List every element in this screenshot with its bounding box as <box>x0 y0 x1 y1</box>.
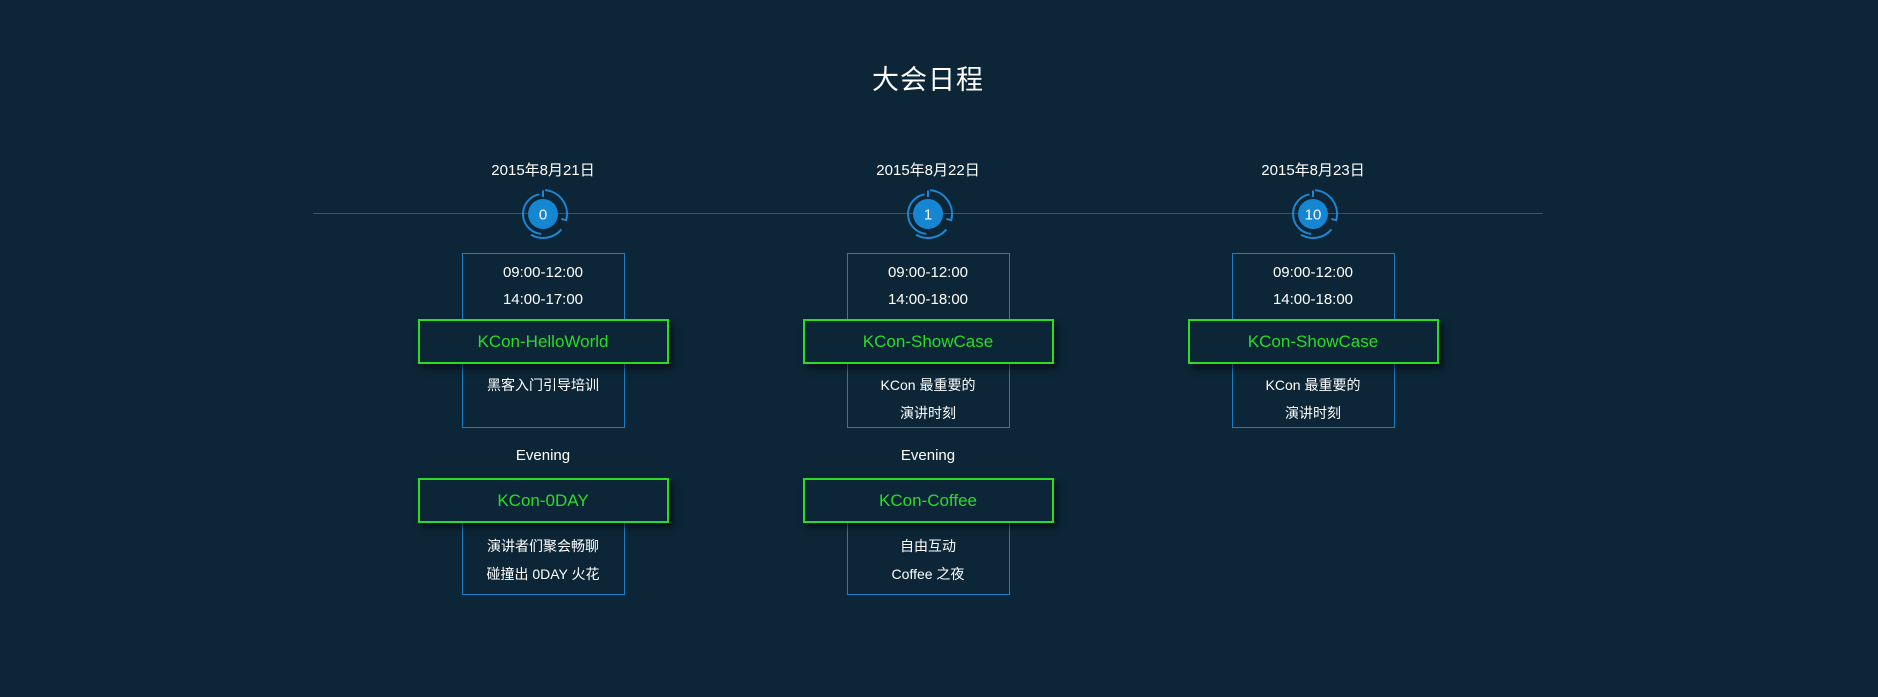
daytime-session-card: 09:00-12:00 14:00-18:00 KCon-ShowCase KC… <box>802 253 1054 428</box>
description-line: 演讲时刻 <box>900 405 956 421</box>
badge-count: 10 <box>1305 207 1322 224</box>
time-slot: 14:00-18:00 <box>1272 291 1354 308</box>
timeline-node-badge: 10 <box>1285 186 1341 242</box>
time-slot: 09:00-12:00 <box>1272 264 1354 281</box>
event-button[interactable]: KCon-ShowCase <box>1187 319 1439 364</box>
daytime-session-card: 09:00-12:00 14:00-18:00 KCon-ShowCase KC… <box>1187 253 1439 428</box>
time-slot: 09:00-12:00 <box>887 264 969 281</box>
description-line: 黑客入门引导培训 <box>487 377 599 393</box>
description-line: 演讲者们聚会畅聊 <box>487 538 599 554</box>
event-button[interactable]: KCon-HelloWorld <box>417 319 669 364</box>
session-description: 黑客入门引导培训 <box>463 371 624 399</box>
badge-circle-icon: 10 <box>1292 189 1338 239</box>
time-slot: 14:00-18:00 <box>887 291 969 308</box>
event-button[interactable]: KCon-Coffee <box>802 478 1054 523</box>
description-line: Coffee 之夜 <box>891 566 965 582</box>
badge-circle-icon: 0 <box>522 189 568 239</box>
session-description: KCon 最重要的 演讲时刻 <box>1233 371 1394 427</box>
event-button[interactable]: KCon-ShowCase <box>802 319 1054 364</box>
event-button[interactable]: KCon-0DAY <box>417 478 669 523</box>
time-slot: 14:00-17:00 <box>502 291 584 308</box>
description-line: 自由互动 <box>900 538 956 554</box>
schedule-timeline: 2015年8月21日 0 09:00-12:00 14:00-17:00 KCo… <box>313 160 1543 595</box>
time-slot: 09:00-12:00 <box>502 264 584 281</box>
evening-label: Evening <box>515 447 571 464</box>
timeline-node-badge: 0 <box>515 186 571 242</box>
description-line: KCon 最重要的 <box>880 377 976 393</box>
badge-circle-icon: 1 <box>907 189 953 239</box>
description-line: 演讲时刻 <box>1285 405 1341 421</box>
date-label: 2015年8月22日 <box>876 162 980 179</box>
date-label: 2015年8月23日 <box>1261 162 1365 179</box>
session-description: KCon 最重要的 演讲时刻 <box>848 371 1009 427</box>
evening-session-card: KCon-0DAY 演讲者们聚会畅聊 碰撞出 0DAY 火花 <box>417 478 669 595</box>
badge-count: 0 <box>539 207 547 224</box>
session-description: 演讲者们聚会畅聊 碰撞出 0DAY 火花 <box>463 532 624 588</box>
evening-label: Evening <box>900 447 956 464</box>
evening-session-card: KCon-Coffee 自由互动 Coffee 之夜 <box>802 478 1054 595</box>
daytime-session-card: 09:00-12:00 14:00-17:00 KCon-HelloWorld … <box>417 253 669 428</box>
day-column-3: 2015年8月23日 10 09:00-12:00 14:00-18:00 KC… <box>1121 160 1506 595</box>
badge-count: 1 <box>924 207 932 224</box>
page-title: 大会日程 <box>872 65 984 95</box>
day-column-2: 2015年8月22日 1 09:00-12:00 14:00-18:00 KCo… <box>736 160 1121 595</box>
session-description: 自由互动 Coffee 之夜 <box>848 532 1009 588</box>
timeline-node-badge: 1 <box>900 186 956 242</box>
description-line: KCon 最重要的 <box>1265 377 1361 393</box>
date-label: 2015年8月21日 <box>491 162 595 179</box>
day-column-1: 2015年8月21日 0 09:00-12:00 14:00-17:00 KCo… <box>351 160 736 595</box>
description-line: 碰撞出 0DAY 火花 <box>486 566 600 582</box>
